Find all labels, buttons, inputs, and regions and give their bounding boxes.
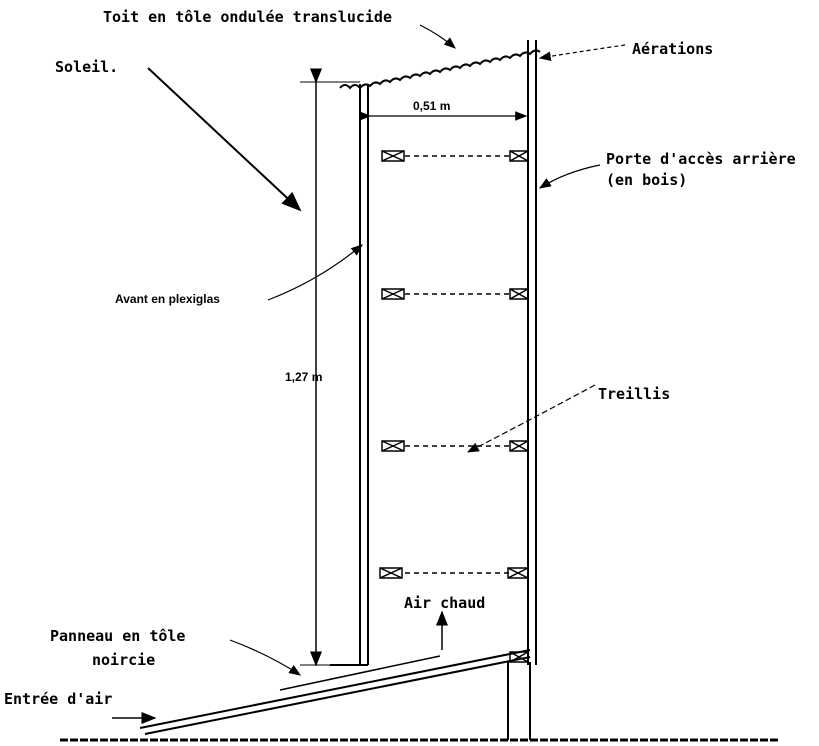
trays-label: Treillis bbox=[598, 385, 671, 403]
hot-air-label: Air chaud bbox=[404, 594, 486, 612]
trays bbox=[405, 155, 510, 574]
height-label: 1,27 m bbox=[285, 370, 323, 384]
back-door-label-2: (en bois) bbox=[606, 171, 688, 189]
panel-label-2: noircie bbox=[92, 651, 156, 669]
sun-label: Soleil. bbox=[55, 58, 119, 76]
roof bbox=[339, 49, 541, 90]
sun-ray-arrow bbox=[147, 67, 302, 212]
air-inlet-label: Entrée d'air bbox=[4, 690, 113, 708]
front-label: Avant en plexiglas bbox=[115, 292, 220, 306]
panel-label: Panneau en tôle bbox=[50, 627, 186, 645]
back-door-label: Porte d'accès arrière bbox=[606, 150, 796, 168]
solar-collector bbox=[139, 649, 531, 735]
vents-label: Aérations bbox=[632, 40, 714, 58]
width-label: 0,51 m bbox=[413, 99, 451, 113]
roof-label: Toit en tôle ondulée translucide bbox=[103, 8, 392, 26]
